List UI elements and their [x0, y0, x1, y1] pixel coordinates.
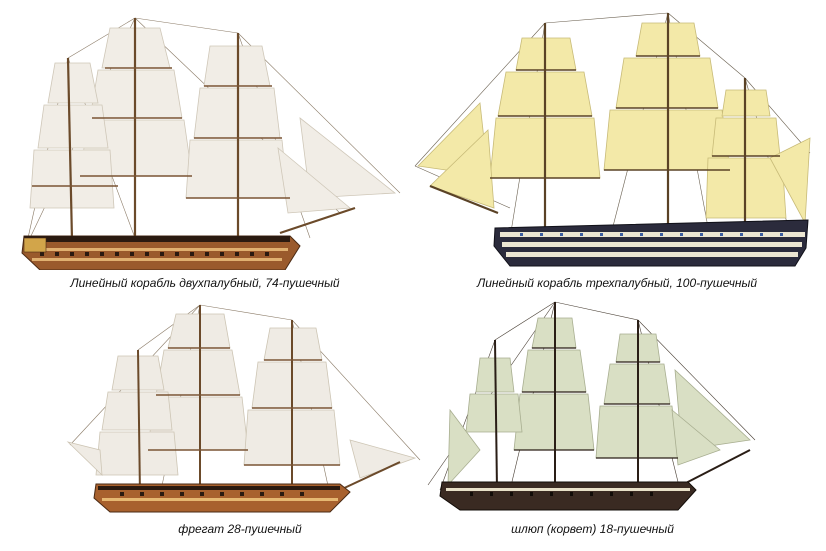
ship-illustration-74-gun-two-decker [10, 8, 410, 270]
caption-100-gun-three-decker: Линейный корабль трехпалубный, 100-пушеч… [476, 276, 758, 290]
ship-illustration-100-gun-three-decker [410, 8, 820, 270]
caption-74-gun-two-decker: Линейный корабль двухпалубный, 74-пушечн… [70, 276, 340, 290]
caption-18-gun-sloop: шлюп (корвет) 18-пушечный [511, 522, 674, 536]
caption-28-gun-frigate: фрегат 28-пушечный [178, 522, 302, 536]
ship-illustration-18-gun-sloop-corvette [420, 300, 765, 518]
ship-illustration-28-gun-frigate [60, 300, 425, 518]
